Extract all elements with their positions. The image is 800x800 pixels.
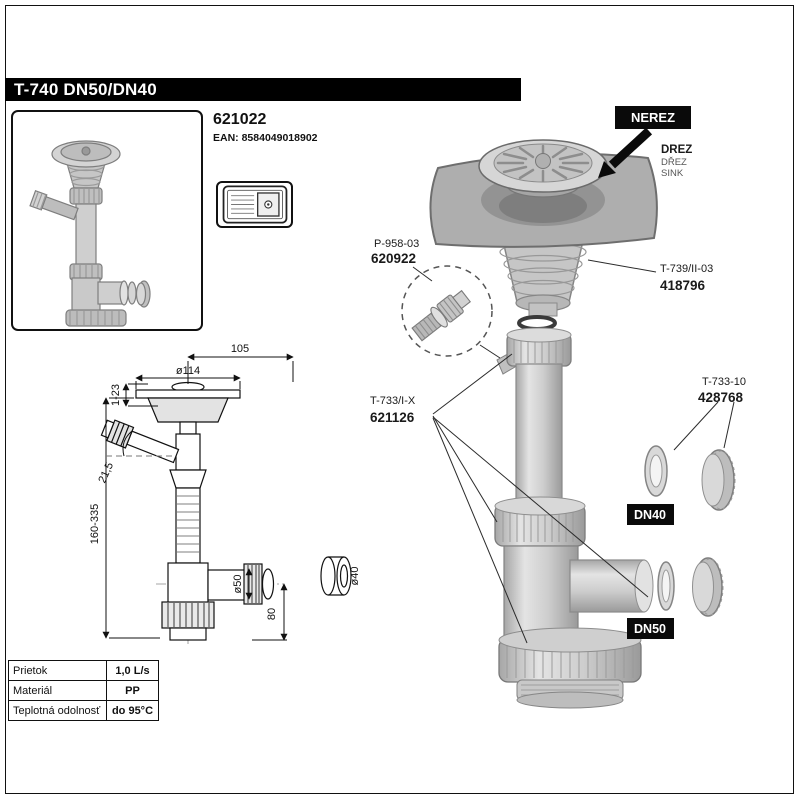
part-name-t73310: T-733-10: [702, 376, 746, 388]
siphon-outline: [100, 381, 275, 641]
cup-collar: [515, 294, 571, 317]
exploded-view: NEREZ DN40 DN50 DREZ DŘEZ SINK P-958-03 …: [370, 106, 746, 709]
spec-value: 1,0 L/s: [106, 660, 159, 681]
dim-top-width: 105: [231, 343, 249, 355]
dn40-badge: DN40: [627, 504, 674, 525]
dn50-outlet: [569, 559, 645, 613]
title-bar: T-740 DN50/DN40: [5, 78, 521, 101]
sink-label-drez-cz: DŘEZ: [661, 157, 687, 168]
part-name-p958: P-958-03: [374, 238, 419, 250]
product-photo-box: [11, 110, 203, 331]
tee-body: [503, 545, 654, 643]
dimension-lines: [102, 353, 294, 641]
nerez-badge: NEREZ: [615, 106, 691, 129]
sink-label-sink: SINK: [661, 168, 684, 179]
product-ean: EAN: 8584049018902: [213, 132, 318, 144]
technical-drawing: 105 ø114 1-23 21,5 160-335 ø50 80 ø40: [89, 343, 361, 644]
dim-flange-dia: ø114: [176, 365, 200, 377]
sink-icon: [222, 185, 287, 224]
dim-height-range: 160-335: [89, 504, 101, 544]
callout-lines: [412, 259, 735, 644]
spec-label: Materiál: [8, 680, 107, 701]
spec-label: Teplotná odolnosť: [8, 700, 107, 721]
dim-plug-dia: ø40: [349, 567, 361, 586]
nerez-arrow: [598, 127, 653, 178]
part-labels: DREZ DŘEZ SINK P-958-03 620922 T-739/II-…: [370, 144, 746, 425]
dn50-badge-label: DN50: [634, 622, 666, 636]
nerez-badge-label: NEREZ: [631, 110, 675, 125]
part-name-t739: T-739/II-03: [660, 263, 713, 275]
page-title: T-740 DN50/DN40: [14, 80, 157, 99]
dim-inlet-angle: 21,5: [96, 461, 116, 485]
dn50-badge: DN50: [627, 618, 674, 639]
spec-row-temperature: Teplotná odolnosť do 95°C: [8, 700, 159, 721]
part-code-p958: 620922: [371, 251, 416, 266]
part-code-t73310: 428768: [698, 390, 744, 405]
spec-value: PP: [106, 680, 159, 701]
o-ring: [517, 315, 557, 331]
product-photo: [29, 139, 151, 327]
part-name-t733: T-733/I-X: [370, 395, 416, 407]
dn50-nut: [692, 557, 724, 617]
dim-outlet-dia: ø50: [232, 575, 244, 594]
adjustment-nut: [494, 496, 586, 547]
sink-pictogram-box: [216, 181, 293, 228]
dn50-washer: [657, 561, 675, 611]
product-code-block: 621022 EAN: 8584049018902: [213, 111, 318, 144]
plug-part: [320, 556, 352, 596]
dn40-badge-label: DN40: [634, 508, 666, 522]
sink-label-drez: DREZ: [661, 144, 692, 156]
dn40-nut: [701, 449, 736, 511]
dimension-labels: 105 ø114 1-23 21,5 160-335 ø50 80 ø40: [89, 343, 361, 620]
spec-label: Prietok: [8, 660, 107, 681]
spec-table: Prietok 1,0 L/s Materiál PP Teplotná odo…: [8, 660, 159, 721]
dim-clamp-range: 1-23: [110, 384, 122, 406]
strainer-basket: [478, 139, 608, 198]
dim-outlet-height: 80: [266, 608, 278, 620]
spec-row-flow: Prietok 1,0 L/s: [8, 660, 159, 681]
bottom-union-nut: [498, 627, 642, 709]
spec-row-material: Materiál PP: [8, 680, 159, 701]
dn40-washer: [644, 445, 668, 497]
part-code-t733: 621126: [370, 410, 415, 425]
part-code-t739: 418796: [660, 278, 706, 293]
spec-value: do 95°C: [106, 700, 159, 721]
hose-adapter-detail: [401, 265, 493, 357]
product-code: 621022: [213, 111, 267, 128]
